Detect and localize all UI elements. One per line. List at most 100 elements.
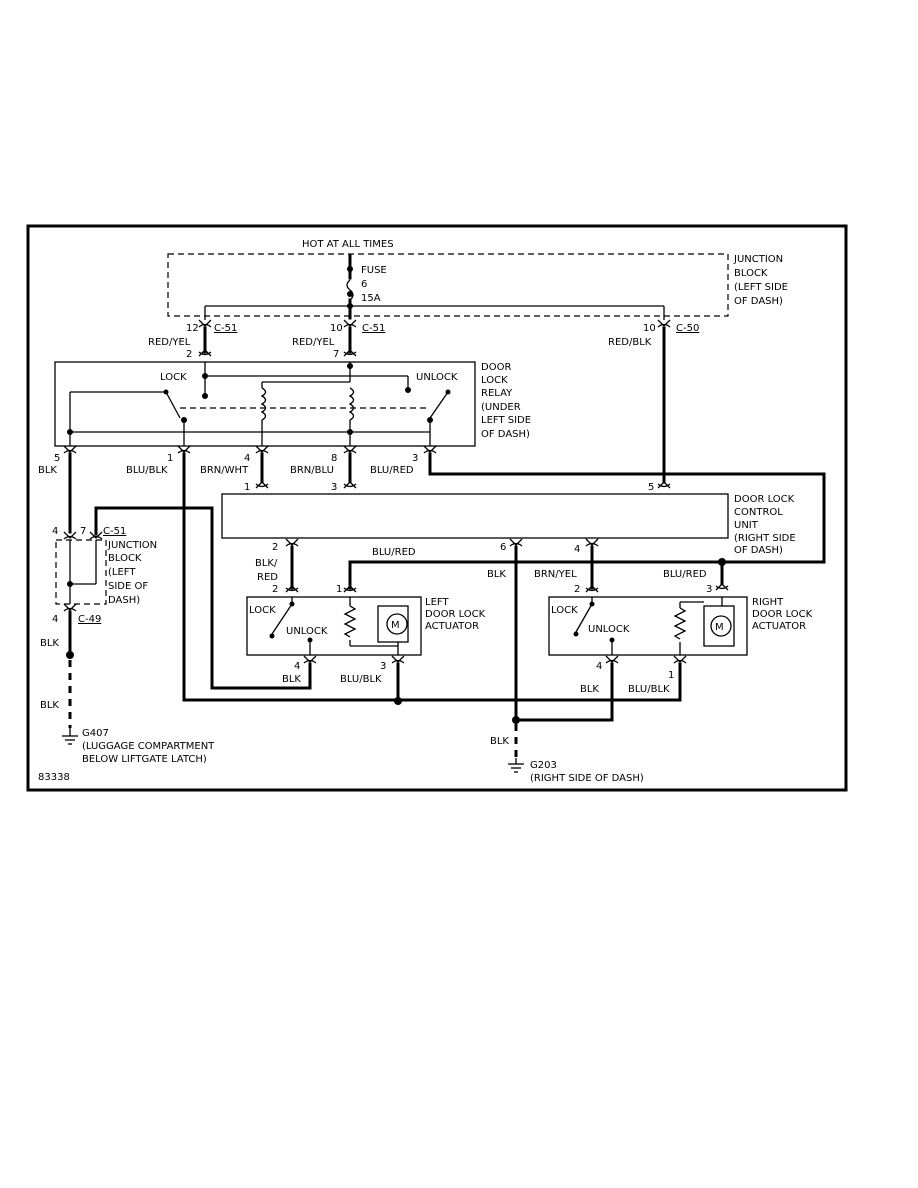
svg-text:3: 3 — [380, 661, 386, 672]
svg-text:CONTROL: CONTROL — [734, 507, 783, 518]
svg-text:4: 4 — [244, 453, 250, 464]
ground-g203: BLK G203 (RIGHT SIDE OF DASH) — [490, 736, 644, 784]
svg-text:G203: G203 — [530, 760, 557, 771]
svg-text:OF DASH): OF DASH) — [734, 545, 783, 556]
right-motor-label: M — [715, 622, 724, 633]
svg-text:BLOCK: BLOCK — [734, 268, 768, 279]
svg-text:C-49: C-49 — [78, 614, 101, 625]
svg-text:BLK: BLK — [40, 700, 59, 711]
svg-text:1: 1 — [336, 584, 342, 595]
svg-text:DOOR LOCK: DOOR LOCK — [425, 609, 486, 620]
svg-text:BLK: BLK — [580, 684, 599, 695]
svg-text:UNLOCK: UNLOCK — [416, 372, 458, 383]
svg-text:3: 3 — [706, 584, 712, 595]
svg-text:LOCK: LOCK — [551, 605, 578, 616]
svg-text:BELOW LIFTGATE LATCH): BELOW LIFTGATE LATCH) — [82, 754, 207, 765]
svg-text:BLK: BLK — [490, 736, 509, 747]
svg-text:ACTUATOR: ACTUATOR — [425, 621, 479, 632]
svg-text:BLK: BLK — [487, 569, 506, 580]
svg-text:RED/YEL: RED/YEL — [148, 337, 191, 348]
svg-text:2: 2 — [186, 349, 192, 360]
svg-text:4: 4 — [52, 614, 58, 625]
svg-text:10: 10 — [330, 323, 343, 334]
left-motor-label: M — [391, 620, 400, 631]
svg-text:2: 2 — [574, 584, 580, 595]
svg-text:(UNDER: (UNDER — [481, 402, 521, 413]
svg-text:C-51: C-51 — [103, 526, 126, 537]
svg-text:6: 6 — [500, 542, 506, 553]
fuse-6: FUSE 6 15A — [346, 253, 387, 320]
ground-g407: G407 (LUGGAGE COMPARTMENT BELOW LIFTGATE… — [62, 728, 215, 765]
svg-text:4: 4 — [574, 544, 580, 555]
svg-text:7: 7 — [80, 526, 86, 537]
hot-at-all-times-label: HOT AT ALL TIMES — [302, 239, 394, 250]
figure-id: 83338 — [38, 772, 70, 783]
svg-text:BRN/BLU: BRN/BLU — [290, 465, 334, 476]
svg-text:BLK/: BLK/ — [255, 558, 278, 569]
svg-text:C-51: C-51 — [362, 323, 385, 334]
svg-text:SIDE OF: SIDE OF — [108, 581, 148, 592]
control-unit-bottom-connectors: 2 6 4 BLU/RED BLK/ RED BLK BRN/YEL BLU/R… — [255, 538, 707, 583]
svg-text:BLOCK: BLOCK — [108, 553, 142, 564]
svg-text:RELAY: RELAY — [481, 388, 513, 399]
svg-text:LEFT SIDE: LEFT SIDE — [481, 415, 531, 426]
svg-text:12: 12 — [186, 323, 199, 334]
svg-text:5: 5 — [54, 453, 60, 464]
svg-text:3: 3 — [331, 482, 337, 493]
control-unit-top-connectors: 1 3 5 — [244, 481, 671, 493]
svg-text:4: 4 — [596, 661, 602, 672]
svg-text:BLU/RED: BLU/RED — [663, 569, 707, 580]
svg-text:6: 6 — [361, 279, 367, 290]
svg-text:G407: G407 — [82, 728, 109, 739]
left-door-lock-actuator: LEFT DOOR LOCK ACTUATOR LOCK UNLOCK M — [246, 596, 486, 656]
svg-text:BLU/BLK: BLU/BLK — [126, 465, 168, 476]
svg-text:C-51: C-51 — [214, 323, 237, 334]
svg-text:JUNCTION: JUNCTION — [733, 254, 783, 265]
svg-text:4: 4 — [52, 526, 58, 537]
svg-text:BLU/RED: BLU/RED — [372, 547, 416, 558]
junction-block-left: 4 7 C-51 JUNCTION BLOCK (LEFT SIDE OF DA… — [52, 526, 157, 625]
junction-block-top: HOT AT ALL TIMES JUNCTION BLOCK (LEFT SI… — [167, 239, 788, 317]
svg-text:RED/YEL: RED/YEL — [292, 337, 335, 348]
svg-text:BLU/RED: BLU/RED — [370, 465, 414, 476]
svg-text:DASH): DASH) — [108, 595, 140, 606]
svg-text:UNIT: UNIT — [734, 520, 759, 531]
door-lock-control-unit: DOOR LOCK CONTROL UNIT (RIGHT SIDE OF DA… — [221, 493, 796, 556]
svg-text:LOCK: LOCK — [249, 605, 276, 616]
svg-text:BLK: BLK — [38, 465, 57, 476]
svg-text:UNLOCK: UNLOCK — [286, 626, 328, 637]
svg-text:OF DASH): OF DASH) — [481, 429, 530, 440]
svg-text:(RIGHT SIDE OF DASH): (RIGHT SIDE OF DASH) — [530, 773, 644, 784]
svg-text:(LEFT: (LEFT — [108, 567, 136, 578]
svg-text:8: 8 — [331, 453, 337, 464]
svg-text:7: 7 — [333, 349, 339, 360]
svg-text:(LEFT SIDE: (LEFT SIDE — [734, 282, 788, 293]
svg-text:1: 1 — [244, 482, 250, 493]
svg-text:UNLOCK: UNLOCK — [588, 624, 630, 635]
svg-text:4: 4 — [294, 661, 300, 672]
svg-text:LEFT: LEFT — [425, 597, 449, 608]
svg-text:C-50: C-50 — [676, 323, 699, 334]
svg-text:BLU/BLK: BLU/BLK — [628, 684, 670, 695]
svg-text:1: 1 — [167, 453, 173, 464]
svg-text:LOCK: LOCK — [481, 375, 508, 386]
relay-bottom-connectors: 5 1 4 8 3 BLK BLU/BLK BRN/WHT BRN/BLU BL… — [38, 445, 437, 476]
svg-text:RIGHT: RIGHT — [752, 597, 784, 608]
svg-text:DOOR LOCK: DOOR LOCK — [752, 609, 813, 620]
svg-text:BLK: BLK — [40, 638, 59, 649]
svg-text:RED: RED — [257, 572, 278, 583]
svg-text:LOCK: LOCK — [160, 372, 187, 383]
diagram-frame — [26, 224, 848, 792]
svg-text:(RIGHT SIDE: (RIGHT SIDE — [734, 533, 796, 544]
right-door-lock-actuator: RIGHT DOOR LOCK ACTUATOR LOCK UNLOCK M — [548, 596, 813, 656]
svg-text:(LUGGAGE COMPARTMENT: (LUGGAGE COMPARTMENT — [82, 741, 215, 752]
svg-text:FUSE: FUSE — [361, 265, 387, 276]
svg-text:RED/BLK: RED/BLK — [608, 337, 652, 348]
svg-text:2: 2 — [272, 542, 278, 553]
svg-text:OF DASH): OF DASH) — [734, 296, 783, 307]
svg-text:BRN/WHT: BRN/WHT — [200, 465, 249, 476]
svg-text:JUNCTION: JUNCTION — [107, 540, 157, 551]
svg-text:15A: 15A — [361, 293, 381, 304]
svg-text:5: 5 — [648, 482, 654, 493]
